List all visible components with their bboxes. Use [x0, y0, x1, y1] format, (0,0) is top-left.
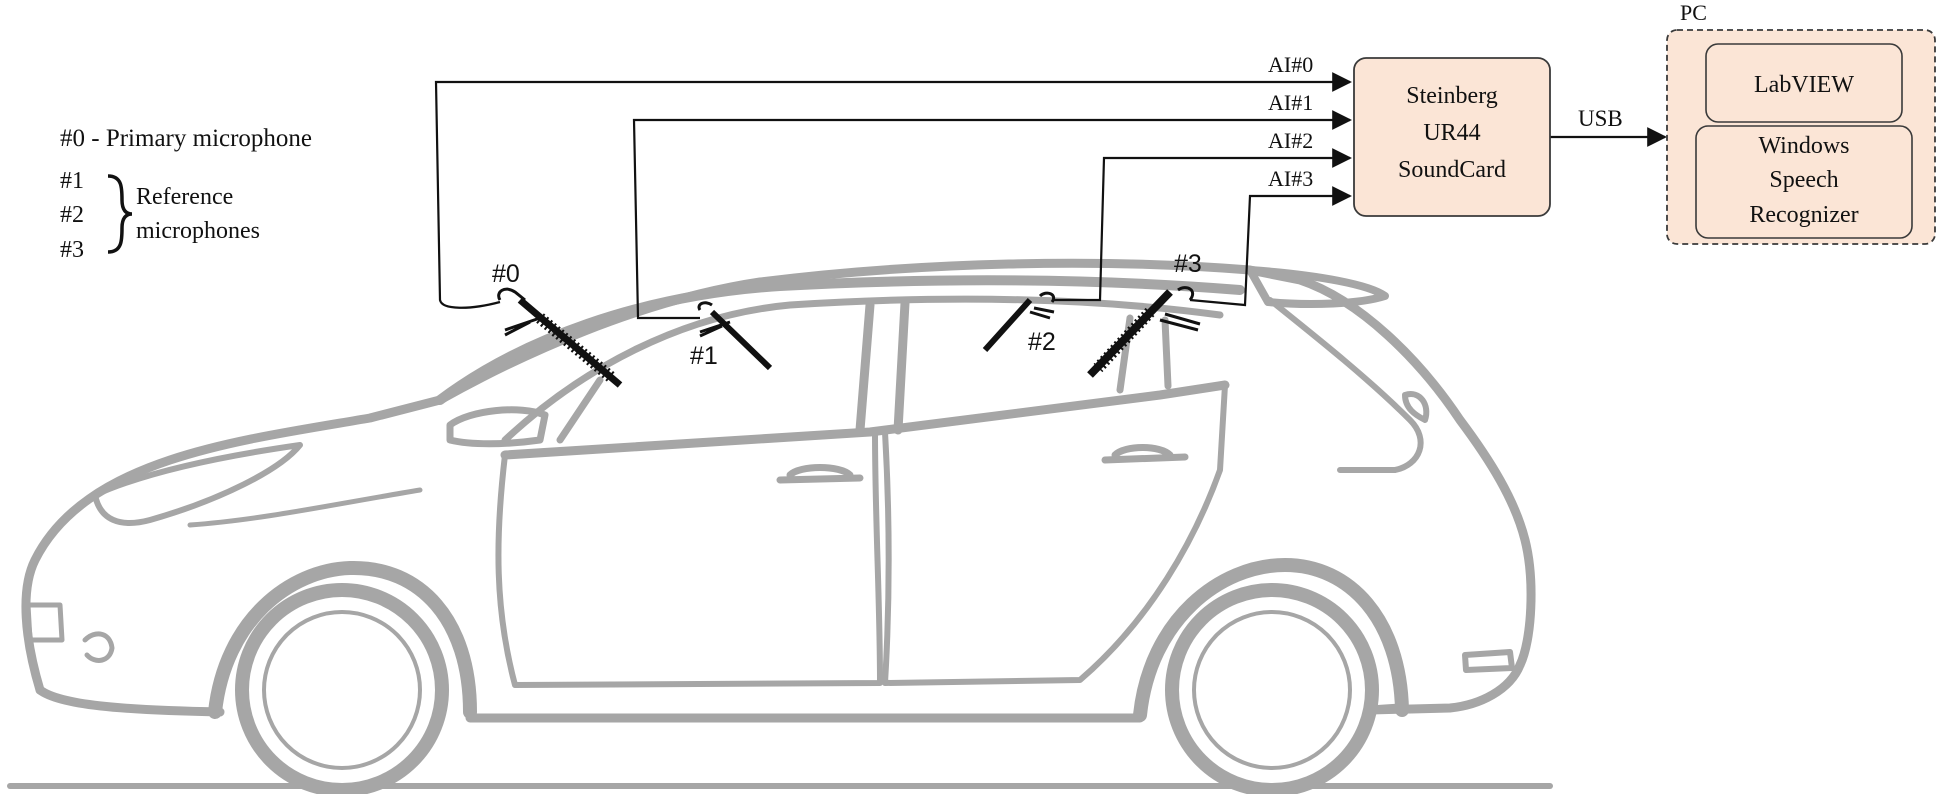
input-label-ai0: AI#0 [1268, 52, 1313, 77]
front-wheel [235, 583, 449, 797]
signal-wires [434, 72, 1667, 320]
wire-ai0 [434, 72, 1352, 309]
rear-reflector [1462, 649, 1515, 673]
microphone-3 [1087, 286, 1201, 378]
b-pillar [855, 298, 910, 435]
rear-wheel-arch [1133, 558, 1409, 722]
microphone-2 [982, 291, 1055, 353]
rear-light [1402, 391, 1430, 423]
mic-label-3: #3 [1174, 250, 1202, 278]
pc-box: PC LabVIEW Windows Speech Recognizer [1666, 0, 1936, 245]
soundcard-line2: UR44 [1423, 120, 1480, 146]
labview-box: LabVIEW [1705, 43, 1903, 123]
rear-spoiler [1246, 266, 1389, 308]
recognizer-line3: Recognizer [1749, 202, 1858, 228]
wire-ai3 [1189, 186, 1352, 307]
mic-label-2: #2 [1028, 328, 1056, 356]
car-illustration [7, 258, 1553, 797]
window-frame-inner [501, 295, 1224, 444]
c-pillar [1116, 314, 1172, 394]
input-label-ai1: AI#1 [1268, 90, 1313, 115]
mic-label-1: #1 [690, 342, 718, 370]
legend-ref-label-2: microphones [136, 218, 260, 244]
window-belt-line [500, 380, 1230, 460]
legend-primary: #0 - Primary microphone [60, 125, 312, 152]
labview-label: LabVIEW [1754, 72, 1854, 98]
hood-line [187, 487, 423, 528]
rear-door [882, 382, 1228, 686]
legend-brace [107, 174, 133, 254]
legend-ref-label-1: Reference [136, 184, 233, 210]
headlight [92, 442, 303, 526]
side-mirror [446, 406, 549, 448]
recognizer-line1: Windows [1758, 133, 1849, 159]
soundcard-box: Steinberg UR44 SoundCard [1353, 57, 1551, 217]
front-door-handle [776, 464, 864, 484]
rear-wheel [1165, 583, 1379, 797]
legend-ref-id-3: #3 [60, 237, 84, 263]
usb-label: USB [1578, 106, 1623, 131]
pc-label: PC [1680, 0, 1707, 25]
wire-ai1 [632, 110, 1352, 320]
rear-door-handle [1101, 444, 1189, 464]
tailgate [1267, 297, 1424, 473]
input-label-ai3: AI#3 [1268, 166, 1313, 191]
microphone-0 [497, 287, 623, 388]
legend-ref-id-1: #1 [60, 168, 84, 194]
soundcard-line3: SoundCard [1398, 157, 1506, 183]
speech-recognizer-box: Windows Speech Recognizer [1695, 125, 1913, 239]
legend-ref-id-2: #2 [60, 202, 84, 228]
recognizer-line2: Speech [1769, 167, 1838, 193]
mic-label-0: #0 [492, 260, 520, 288]
front-door [495, 429, 883, 688]
legend: #0 - Primary microphone #1 #2 #3 Referen… [60, 125, 312, 263]
front-wheel-arch [208, 560, 477, 719]
input-label-ai2: AI#2 [1268, 128, 1313, 153]
microphone-1 [697, 301, 773, 371]
front-grille [25, 602, 115, 663]
soundcard-line1: Steinberg [1406, 83, 1498, 109]
wire-ai2 [1052, 148, 1352, 302]
a-pillar [556, 376, 604, 444]
car-body-outline [21, 258, 1536, 715]
